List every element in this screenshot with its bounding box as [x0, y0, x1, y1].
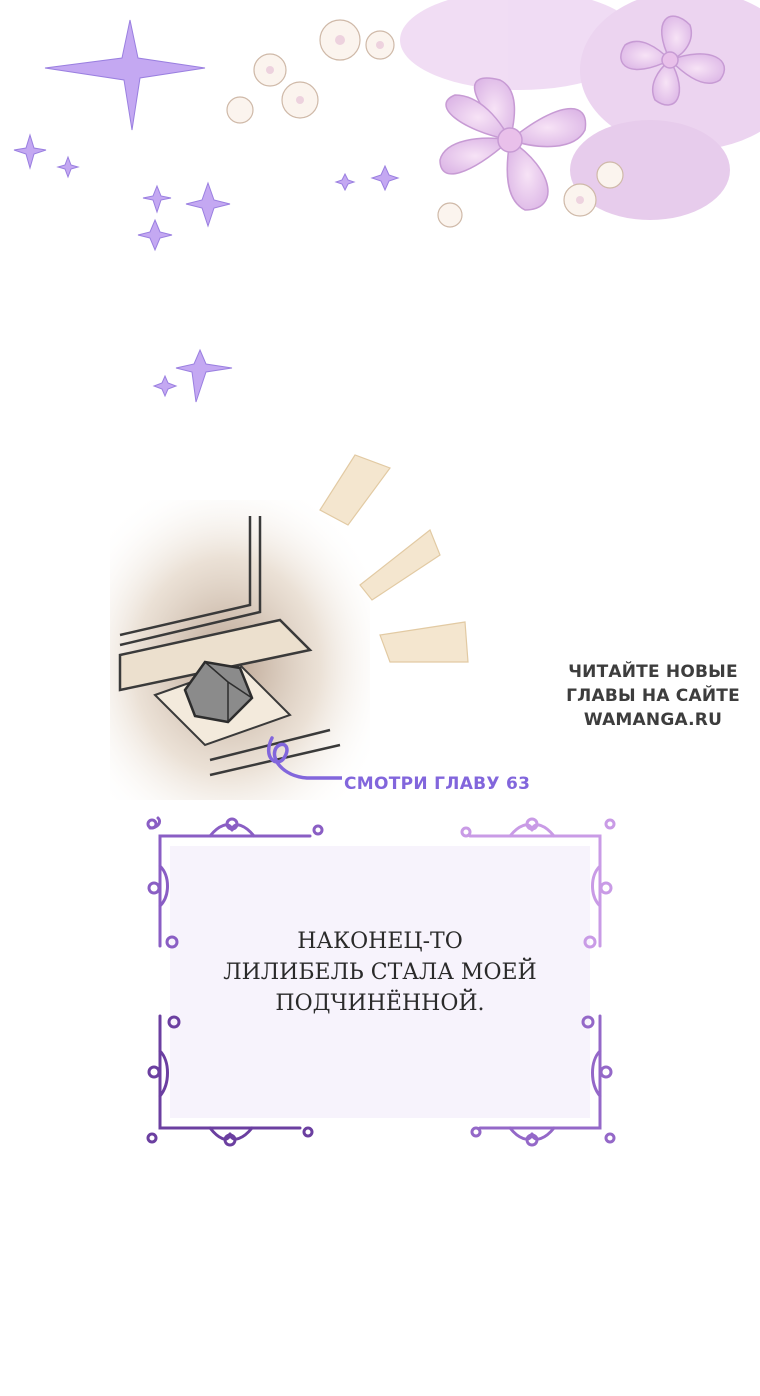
caption-box: НАКОНЕЦ-ТО ЛИЛИБЕЛЬ СТАЛА МОЕЙ ПОДЧИНЁНН…: [140, 806, 620, 1158]
window-frame: [118, 516, 341, 777]
sparkle-icon: [56, 155, 80, 179]
medium-flower: [620, 15, 726, 106]
watermark: ЧИТАЙТЕ НОВЫЕ ГЛАВЫ НА САЙТЕ WAMANGA.RU: [548, 660, 758, 732]
sparkle-icon: [142, 184, 172, 214]
sparkle-icon: [185, 181, 231, 228]
caption-line: ЛИЛИБЕЛЬ СТАЛА МОЕЙ: [223, 960, 537, 985]
watermark-line: ГЛАВЫ НА САЙТЕ: [566, 686, 740, 706]
caption-line: ПОДЧИНЁННОЙ.: [275, 991, 485, 1016]
caption-text: НАКОНЕЦ-ТО ЛИЛИБЕЛЬ СТАЛА МОЕЙ ПОДЧИНЁНН…: [180, 926, 580, 1019]
large-flower: [439, 77, 587, 211]
sparkle-icon: [175, 348, 233, 403]
sparkle-icon: [13, 133, 47, 170]
inset-illustration: [110, 454, 469, 800]
sparkle-decoration: [13, 19, 400, 403]
caption-background: [170, 846, 590, 1118]
stone: [183, 660, 254, 724]
sparkle-icon: [152, 374, 178, 398]
sparkle-icon: [334, 172, 356, 192]
ornamental-frame: [146, 816, 616, 1147]
caption-line: НАКОНЕЦ-ТО: [297, 929, 463, 954]
light-rays: [319, 454, 469, 663]
flower-decoration: [226, 0, 760, 228]
sparkle-icon: [137, 218, 173, 252]
curl-icon: [266, 736, 342, 780]
chapter-reference: СМОТРИ ГЛАВУ 63: [344, 774, 531, 794]
sparkle-icon: [370, 164, 400, 192]
watermark-line: WAMANGA.RU: [583, 710, 723, 730]
sparkle-icon: [44, 19, 206, 131]
watermark-line: ЧИТАЙТЕ НОВЫЕ: [568, 662, 738, 682]
